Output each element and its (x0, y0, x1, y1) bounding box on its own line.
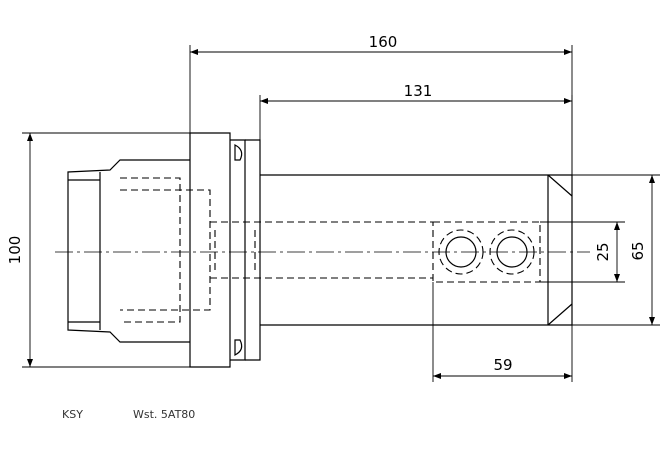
dimension-label-25: 25 (594, 242, 612, 261)
dimension-label-131: 131 (404, 82, 433, 100)
dimension-flange-diameter: 100 (6, 132, 195, 368)
dimension-body-width: 65 (572, 174, 660, 326)
caption-text: Wst. 5AT80 (133, 408, 195, 421)
hidden-lines (120, 177, 541, 323)
dimension-hole-spacing: 25 (540, 221, 625, 283)
dimension-label-65: 65 (629, 241, 647, 260)
tool-holder-outline (67, 132, 573, 368)
dimension-hole-offset: 59 (432, 282, 573, 382)
dimension-label-100: 100 (6, 236, 24, 265)
dimension-body-length: 131 (259, 82, 573, 175)
caption-prefix: KSY (62, 408, 83, 421)
dimension-label-59: 59 (493, 356, 512, 374)
dimension-label-160: 160 (369, 33, 398, 51)
dimension-overall-length: 160 (189, 33, 573, 175)
